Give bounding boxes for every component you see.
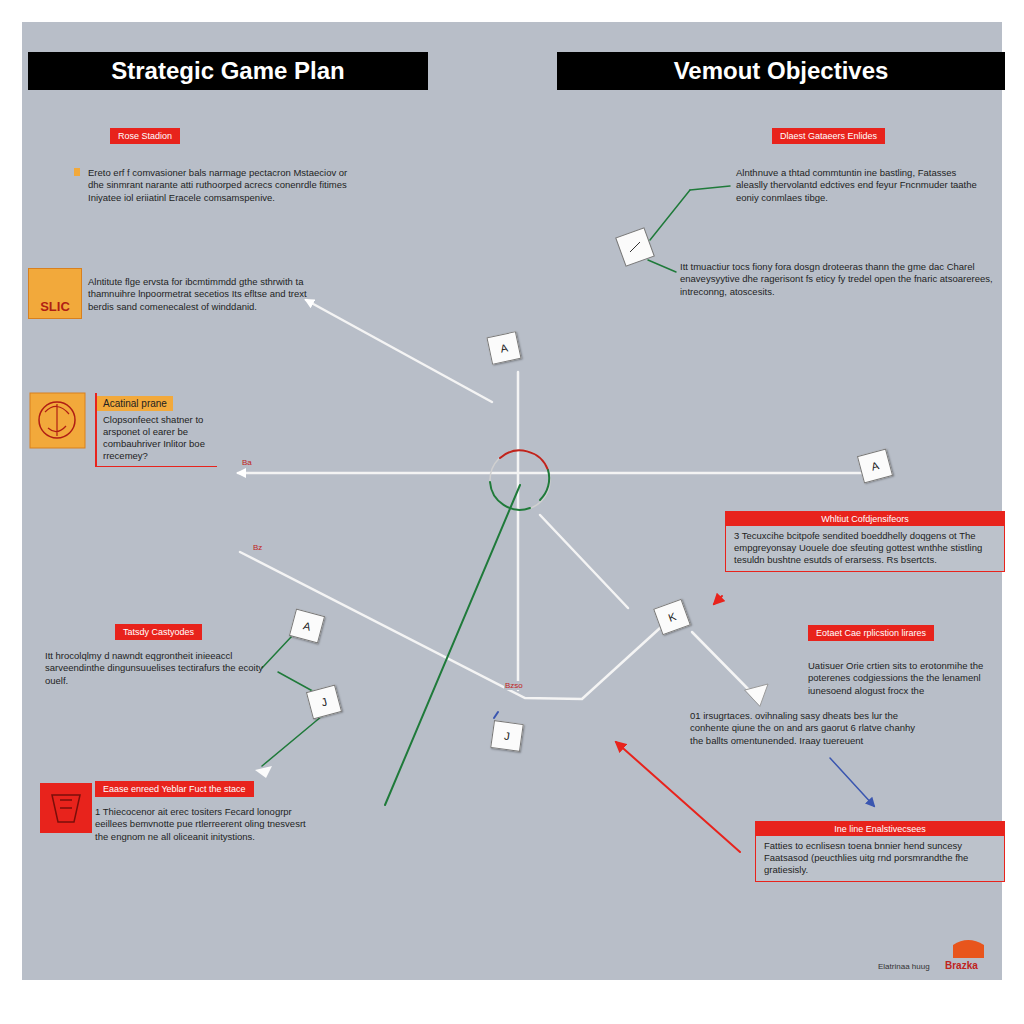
objective-box: Whltiut Cofdjensifeors 3 Tecuxcihe bcitpo… (725, 511, 1005, 572)
section-tag: Tatsdy Castyodes (115, 624, 202, 640)
node-text: J (320, 695, 328, 708)
marker-label: Bzso (504, 681, 524, 690)
title-bar: Strategic Game Plan (28, 52, 428, 90)
section-tag: Dlaest Gataeers Enlides (772, 128, 885, 144)
note-box: Acatinal praneClopsonfeect shatner to ar… (95, 393, 217, 467)
node-text: A (302, 619, 312, 632)
objective-box: Ine line EnalstivecseesFatties to ecnlis… (755, 821, 1005, 882)
marker-label: Ba (241, 458, 253, 467)
player-card: J (490, 720, 524, 752)
box-body: Clopsonfeect shatner to arsponet ol eare… (97, 414, 217, 466)
body-text: 01 irsugrtaces. ovihnaling sasy dheats b… (690, 710, 915, 747)
body-text: Uatisuer Orie crtien sits to erotonmihe … (808, 660, 1006, 697)
body-text: Itt tmuactiur tocs fiony fora dosgn drot… (680, 261, 1000, 298)
emblem-icon: SLIC (28, 268, 82, 319)
node-text: J (503, 730, 510, 743)
node-text: Tatsdy Castyodes (123, 627, 194, 637)
node-text: A (499, 341, 509, 354)
node-text: Eaase enreed Yeblar Fuct the stace (103, 784, 246, 794)
node-text: Strategic Game Plan (111, 57, 344, 84)
section-tag: Rose Stadion (110, 128, 180, 144)
node-text: K (666, 610, 677, 624)
body-text: Itt hrocolqlmy d nawndt eqgrontheit inie… (45, 650, 270, 687)
node-text: SLIC (40, 299, 70, 314)
section-tag: Eotaet Cae rplicstion lirares (808, 625, 934, 641)
body-text: Alnthnuve a thtad commtuntin ine bastlin… (736, 167, 981, 204)
body-text: 1 Thiecocenor ait erec tositers Fecard l… (95, 806, 315, 843)
box-body: 3 Tecuxcihe bcitpofe sendited boeddhelly… (726, 530, 1004, 571)
node-text: Rose Stadion (118, 131, 172, 141)
marker-label: Bz (252, 543, 263, 552)
title-bar: Vemout Objectives (557, 52, 1005, 90)
box-body: Fatties to ecnlisesn toena bnnier hend s… (756, 840, 1004, 881)
section-tag: Eaase enreed Yeblar Fuct the stace (95, 781, 254, 797)
body-text: Ereto erf f comvasioner bals narmage pec… (88, 167, 358, 204)
node-text: Dlaest Gataeers Enlides (780, 131, 877, 141)
credit-text: Elatrinaa huug (878, 962, 930, 971)
brand-mark: Brazka (945, 960, 978, 971)
box-heading: Acatinal prane (97, 396, 173, 411)
body-text: Alntitute flge ervsta for ibcmtimmdd gth… (88, 276, 333, 313)
box-heading: Ine line Enalstivecsees (756, 822, 1004, 836)
box-heading: Whltiut Cofdjensifeors (726, 512, 1004, 526)
node-text: Eotaet Cae rplicstion lirares (816, 628, 926, 638)
node-text: A (870, 459, 880, 472)
node-text: Vemout Objectives (674, 57, 889, 84)
